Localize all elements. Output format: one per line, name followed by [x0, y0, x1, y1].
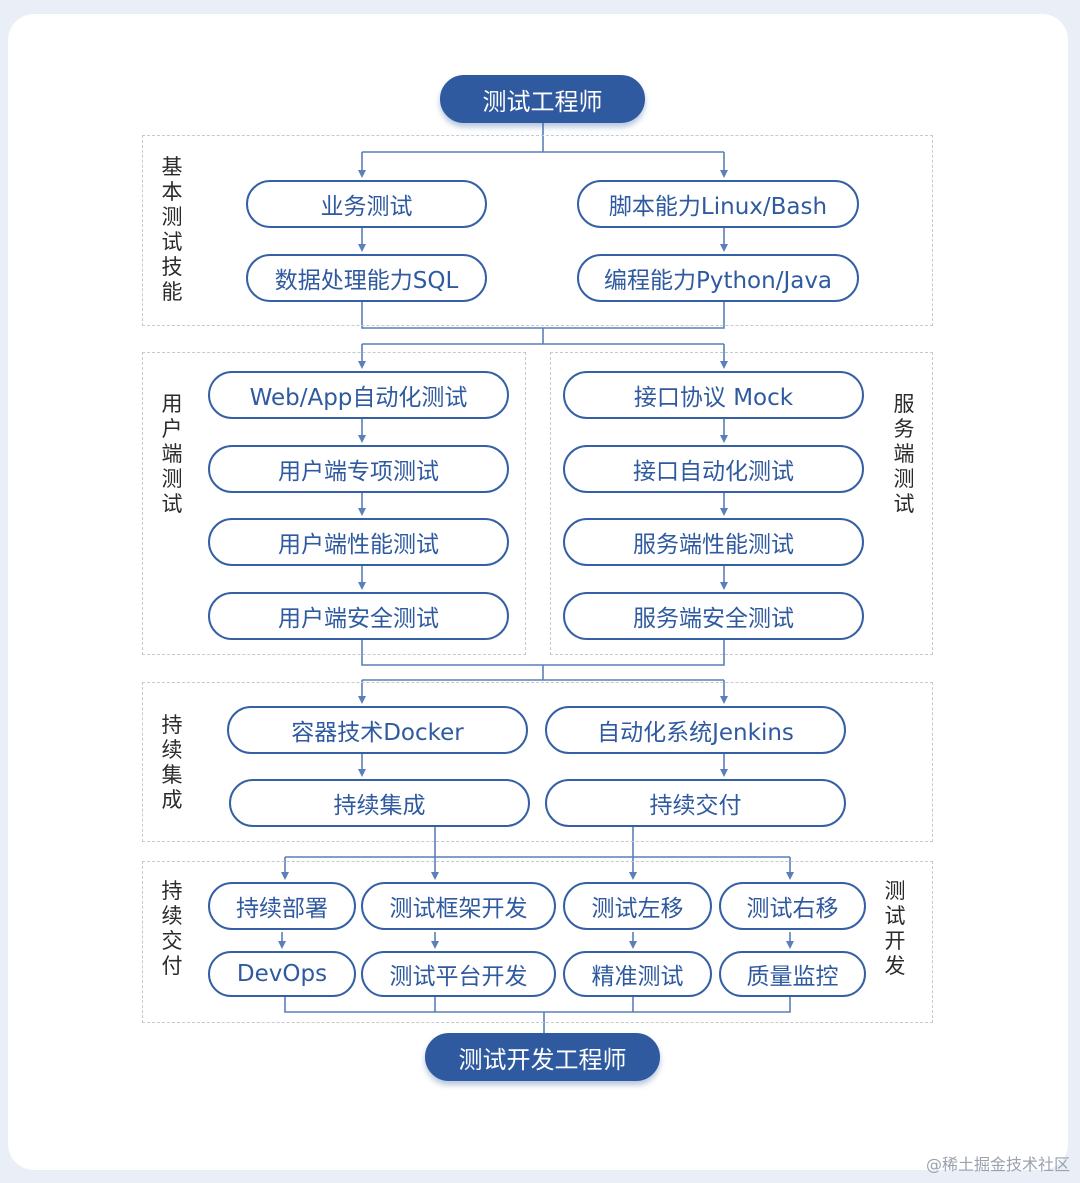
- node-platform-dev: 测试平台开发: [361, 951, 556, 997]
- node-framework-dev: 测试框架开发: [361, 882, 556, 930]
- section-basic-skills: [142, 135, 933, 326]
- connector: [284, 997, 791, 1013]
- section-label-server: 服务端测试: [893, 392, 915, 516]
- section-continuous-integration: [142, 682, 933, 842]
- node-shift-right: 测试右移: [719, 882, 866, 930]
- node-interface-mock: 接口协议 Mock: [563, 371, 864, 419]
- section-cd-devtest: [142, 861, 933, 1023]
- node-linux-bash: 脚本能力Linux/Bash: [577, 180, 859, 228]
- section-label-devtest: 测试开发: [884, 879, 906, 978]
- node-client-security: 用户端安全测试: [208, 592, 509, 640]
- section-label-ci: 持续集成: [161, 713, 183, 812]
- section-label-basic: 基本测试技能: [161, 155, 183, 304]
- node-continuous-deployment: 持续部署: [208, 882, 356, 930]
- node-quality-monitoring: 质量监控: [719, 951, 866, 997]
- section-label-cd: 持续交付: [161, 879, 183, 978]
- node-continuous-integration: 持续集成: [229, 779, 530, 827]
- section-label-client: 用户端测试: [161, 392, 183, 516]
- node-server-security: 服务端安全测试: [563, 592, 864, 640]
- node-shift-left: 测试左移: [563, 882, 712, 930]
- node-jenkins: 自动化系统Jenkins: [545, 706, 846, 754]
- node-devops: DevOps: [208, 951, 356, 997]
- node-client-special: 用户端专项测试: [208, 445, 509, 493]
- section-server-testing: [550, 352, 933, 655]
- node-continuous-delivery: 持续交付: [545, 779, 846, 827]
- watermark-text: @稀土掘金技术社区: [925, 1155, 1070, 1174]
- section-client-testing: [142, 352, 526, 655]
- node-web-app-automation: Web/App自动化测试: [208, 371, 509, 419]
- end-node: 测试开发工程师: [425, 1033, 660, 1081]
- node-server-performance: 服务端性能测试: [563, 518, 864, 566]
- start-node: 测试工程师: [440, 75, 645, 123]
- node-python-java: 编程能力Python/Java: [577, 254, 859, 302]
- node-client-performance: 用户端性能测试: [208, 518, 509, 566]
- node-business-testing: 业务测试: [246, 180, 487, 228]
- node-docker: 容器技术Docker: [227, 706, 528, 754]
- node-precise-testing: 精准测试: [563, 951, 712, 997]
- node-sql: 数据处理能力SQL: [246, 254, 487, 302]
- node-interface-automation: 接口自动化测试: [563, 445, 864, 493]
